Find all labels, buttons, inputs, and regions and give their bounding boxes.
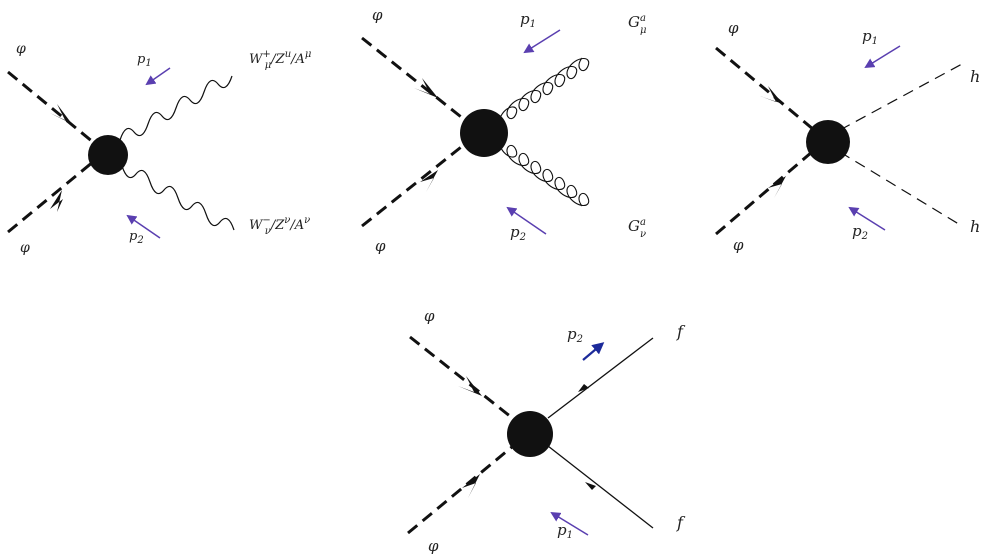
- label-phi-lower: φ: [375, 237, 386, 255]
- label-p2: p2: [852, 222, 868, 242]
- scalar-line-upper: [409, 335, 531, 434]
- diagram-fermion-vertex: φ φ p2 p1 f f: [407, 307, 686, 555]
- scalar-arrow-lower: [462, 474, 480, 498]
- label-phi-upper: φ: [728, 19, 739, 37]
- label-p1: p1: [557, 521, 573, 541]
- momentum-arrow-p2: [506, 206, 547, 235]
- diagram-gauge-boson-vertex: φ φ p1 p2 W+μ/Zu/Aμ W−ν/Zν/Aν: [7, 41, 311, 256]
- momentum-arrow-p2: [126, 214, 161, 239]
- label-f-upper: f: [676, 322, 686, 341]
- scalar-line-lower: [361, 130, 481, 228]
- label-p2: p2: [129, 229, 144, 246]
- label-p1: p1: [862, 27, 878, 47]
- fermion-line-lower: [547, 445, 654, 529]
- label-p1: p1: [520, 10, 536, 30]
- fermion-line-upper: [547, 337, 654, 419]
- momentum-arrow-p1: [550, 511, 589, 536]
- scalar-arrow-lower: [50, 190, 63, 212]
- photon-line-upper: [119, 75, 233, 141]
- vertex-blob: [460, 109, 508, 157]
- label-h-upper: h: [970, 67, 980, 86]
- label-phi-lower: φ: [428, 537, 439, 555]
- momentum-arrow-p1: [523, 29, 561, 54]
- scalar-line-upper: [715, 46, 827, 142]
- label-p2: p2: [567, 325, 583, 345]
- scalar-arrow-lower: [420, 170, 438, 192]
- gluon-line-lower: [499, 144, 590, 207]
- higgs-line-lower: [839, 151, 963, 227]
- label-phi-upper: φ: [372, 6, 383, 24]
- photon-line-lower: [121, 165, 235, 231]
- fermion-arrow-upper: [578, 384, 589, 392]
- label-p2: p2: [510, 223, 526, 243]
- scalar-arrow-upper: [760, 86, 783, 104]
- gluon-line-upper: [499, 57, 590, 120]
- scalar-arrow-upper: [414, 78, 438, 98]
- label-gauge-lower: W−ν/Zν/Aν: [249, 215, 310, 237]
- scalar-arrow-upper: [50, 104, 72, 124]
- label-f-lower: f: [676, 513, 686, 532]
- higgs-line-upper: [839, 63, 963, 131]
- scalar-line-lower: [407, 430, 531, 535]
- label-phi-upper: φ: [16, 41, 26, 57]
- label-h-lower: h: [970, 217, 980, 236]
- vertex-blob: [88, 135, 128, 175]
- fermion-arrow-lower: [585, 482, 596, 490]
- label-phi-lower: φ: [733, 236, 744, 254]
- diagram-higgs-vertex: φ φ p1 p2 h h: [715, 19, 980, 254]
- scalar-arrow-lower: [768, 176, 786, 198]
- vertex-blob: [806, 120, 850, 164]
- vertex-blob: [507, 411, 553, 457]
- label-phi-upper: φ: [424, 307, 435, 325]
- scalar-line-upper: [361, 36, 481, 134]
- scalar-line-upper: [7, 70, 106, 154]
- scalar-arrow-upper: [458, 376, 482, 396]
- label-gauge-upper: W+μ/Zu/Aμ: [249, 49, 311, 71]
- momentum-arrow-p1: [145, 67, 171, 86]
- momentum-arrow-p1: [864, 45, 901, 69]
- momentum-arrow-p2: [582, 342, 605, 361]
- momentum-arrow-p2: [848, 206, 886, 231]
- label-p1: p1: [137, 52, 152, 69]
- scalar-line-lower: [715, 138, 827, 236]
- label-phi-lower: φ: [20, 240, 30, 256]
- scalar-line-lower: [7, 150, 106, 234]
